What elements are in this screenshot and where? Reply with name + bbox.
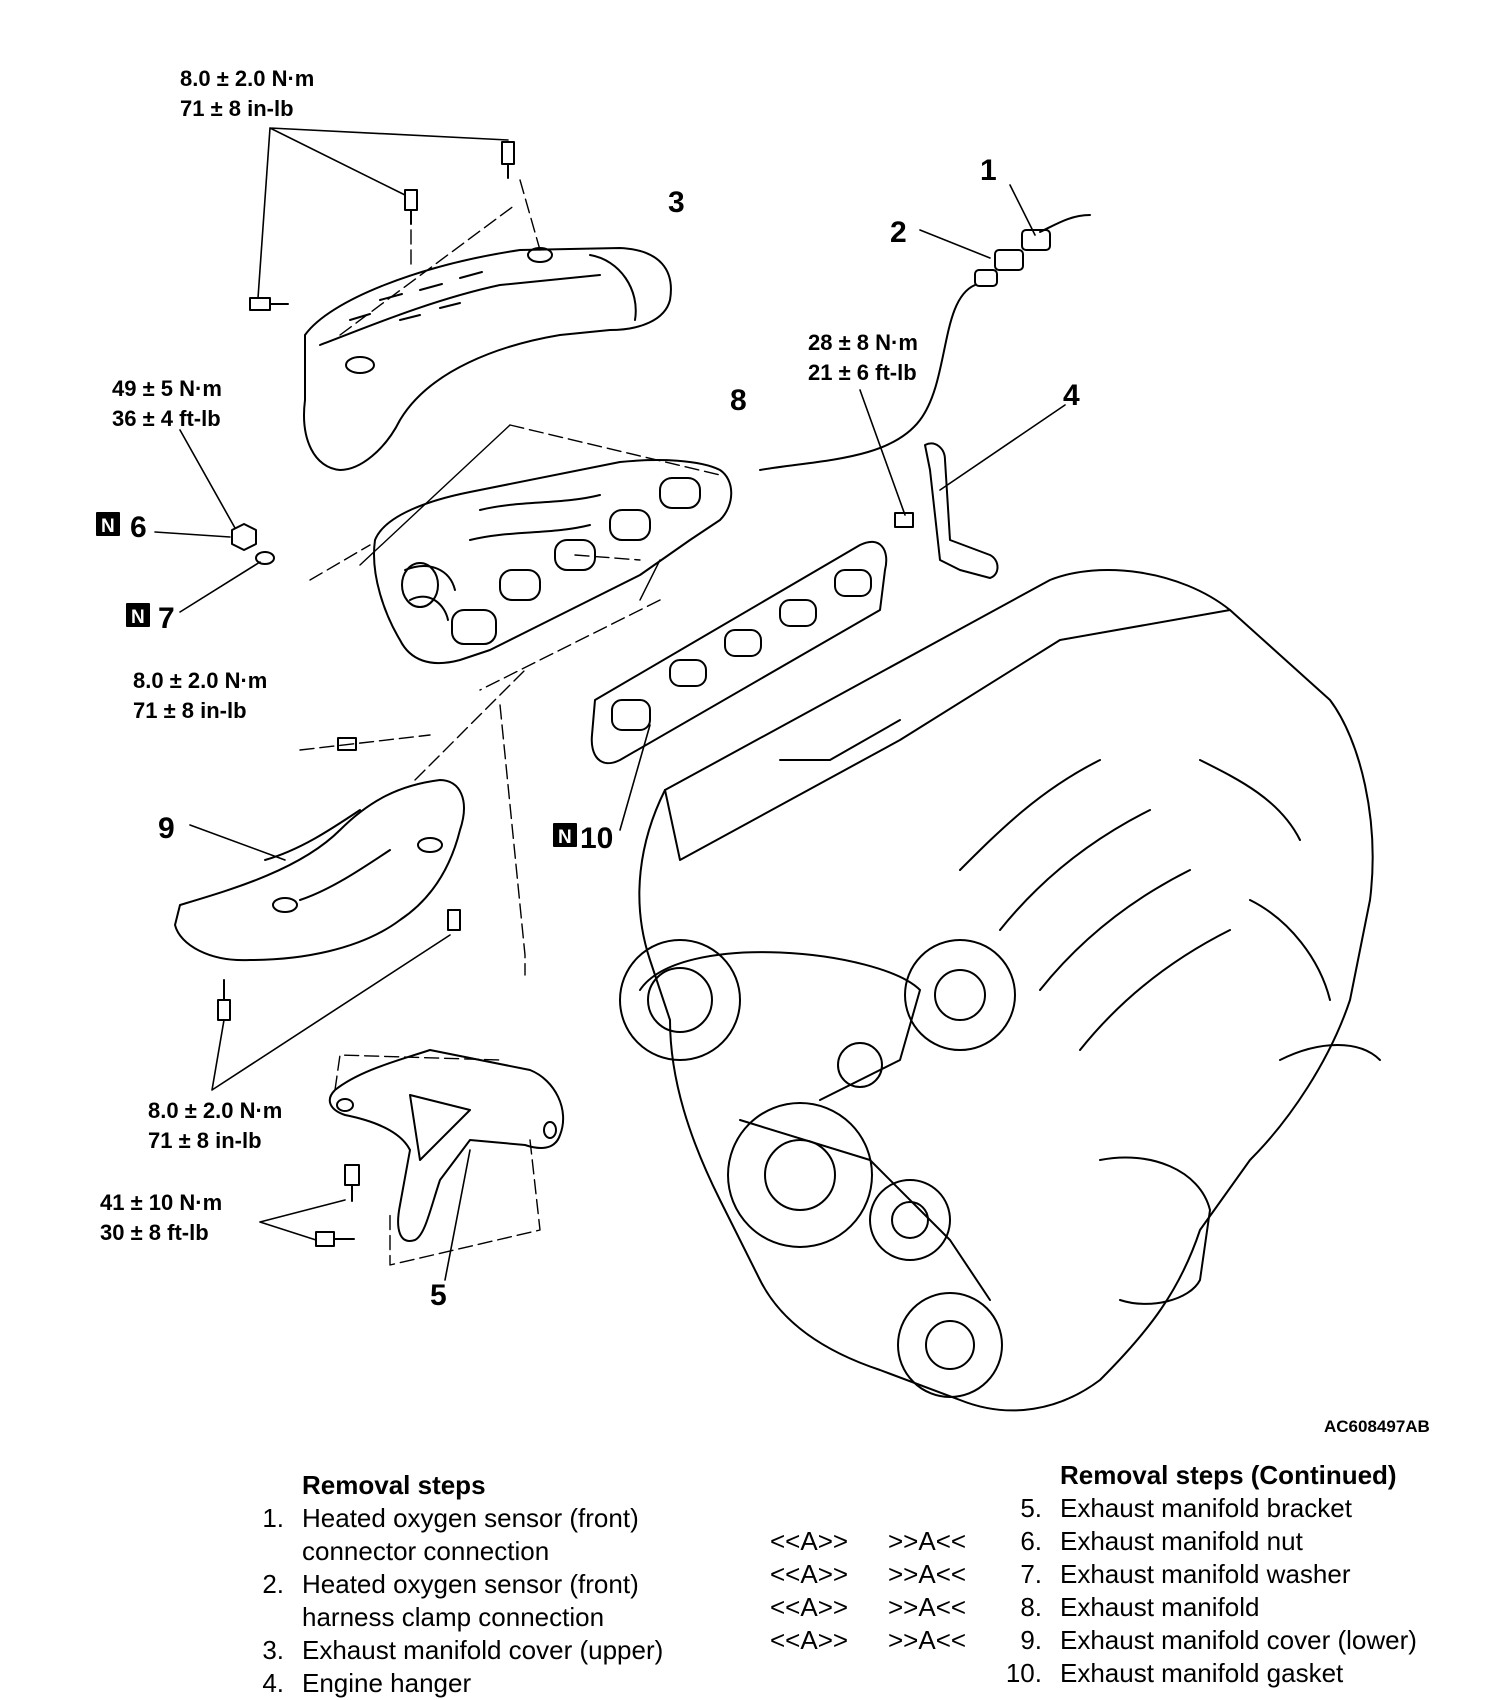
step-number: 2. [262, 1569, 284, 1599]
removal-step-item: 4. Engine hanger [236, 1666, 736, 1699]
removal-steps-continued-heading: Removal steps (Continued) [1060, 1460, 1397, 1490]
step-label: connector connection [302, 1536, 550, 1566]
step-number: 3. [262, 1635, 284, 1665]
new-part-marker-7-label: N [131, 607, 145, 628]
step-number [236, 1534, 302, 1567]
torque-sensor-ftlb: 21 ± 6 ft-lb [808, 360, 917, 385]
torque-bracket-ftlb: 30 ± 8 ft-lb [100, 1220, 209, 1245]
torque-bracket-nm: 41 ± 10 N·m [100, 1190, 222, 1215]
removal-pointer: >>A<< [888, 1625, 967, 1655]
removal-step-item: <<A>> >>A<< 7. Exhaust manifold washer [770, 1557, 1470, 1590]
removal-step-item: 1. Heated oxygen sensor (front) [236, 1501, 736, 1534]
step-label: Exhaust manifold washer [1060, 1559, 1351, 1589]
step-label: Heated oxygen sensor (front) [302, 1569, 639, 1599]
oxygen-sensor-harness [759, 214, 1091, 471]
step-label: Engine hanger [302, 1668, 472, 1698]
torque-top-nm: 8.0 ± 2.0 N·m [180, 66, 314, 91]
callout-5: 5 [430, 1279, 447, 1312]
install-pointer [770, 1491, 888, 1524]
step-number: 4. [262, 1668, 284, 1698]
step-label: Exhaust manifold nut [1060, 1526, 1303, 1556]
callout-7: 7 [158, 602, 175, 635]
bracket-bolts [315, 1164, 360, 1247]
step-label: Exhaust manifold gasket [1060, 1658, 1344, 1688]
removal-step-item: connector connection [236, 1534, 736, 1567]
removal-step-item: <<A>> >>A<< 8. Exhaust manifold [770, 1590, 1470, 1623]
callout-2: 2 [890, 216, 907, 249]
step-label: Exhaust manifold [1060, 1592, 1260, 1622]
removal-steps-heading: Removal steps [302, 1470, 486, 1500]
removal-step-item: 2. Heated oxygen sensor (front) [236, 1567, 736, 1600]
torque-left-mid-nm: 8.0 ± 2.0 N·m [133, 668, 267, 693]
engine-assembly [619, 569, 1381, 1412]
new-part-marker-6 [96, 512, 120, 536]
torque-left-upper-nm: 49 ± 5 N·m [112, 376, 222, 401]
step-number: 9. [1020, 1625, 1042, 1655]
removal-pointer: >>A<< [888, 1559, 967, 1589]
removal-pointer [888, 1656, 998, 1689]
exhaust-manifold-gasket [590, 540, 888, 765]
step-label: harness clamp connection [302, 1602, 605, 1632]
step-number: 10. [1005, 1658, 1042, 1688]
step-label: Exhaust manifold bracket [1060, 1493, 1352, 1523]
upper-manifold-cover [303, 247, 672, 471]
install-pointer: <<A>> [770, 1559, 849, 1589]
engine-hanger [894, 442, 999, 579]
callout-6: 6 [130, 511, 147, 544]
step-label: Exhaust manifold cover (upper) [302, 1635, 664, 1665]
removal-pointer [888, 1491, 998, 1524]
removal-pointer: >>A<< [888, 1526, 967, 1556]
removal-steps-continued: Removal steps (Continued) 5. Exhaust mani… [770, 1458, 1470, 1689]
step-number: 6. [1020, 1526, 1042, 1556]
torque-sensor-nm: 28 ± 8 N·m [808, 330, 918, 355]
callout-1: 1 [980, 154, 997, 187]
callout-3: 3 [668, 186, 685, 219]
callout-8: 8 [730, 384, 747, 417]
install-pointer: <<A>> [770, 1625, 849, 1655]
exhaust-manifold [373, 459, 733, 665]
torque-left-mid-inlb: 71 ± 8 in-lb [133, 698, 247, 723]
step-number [236, 1600, 302, 1633]
new-part-marker-10-label: N [558, 827, 572, 848]
step-number: 5. [1020, 1493, 1042, 1523]
callout-9: 9 [158, 812, 175, 845]
new-part-marker-10 [553, 823, 577, 847]
step-label: Heated oxygen sensor (front) [302, 1503, 639, 1533]
removal-steps: Removal steps 1. Heated oxygen sensor (fr… [236, 1468, 736, 1699]
manifold-nut [231, 523, 257, 551]
removal-pointer: >>A<< [888, 1592, 967, 1622]
new-part-marker-7 [126, 603, 150, 627]
step-label: Exhaust manifold cover (lower) [1060, 1625, 1417, 1655]
removal-step-item: 5. Exhaust manifold bracket [770, 1491, 1470, 1524]
torque-left-lower-nm: 8.0 ± 2.0 N·m [148, 1098, 282, 1123]
upper-cover-bolts [249, 141, 515, 311]
new-part-marker-6-label: N [101, 516, 115, 537]
manifold-washer [255, 551, 275, 565]
install-pointer [770, 1656, 888, 1689]
torque-left-upper-ftlb: 36 ± 4 ft-lb [112, 406, 221, 431]
torque-top-inlb: 71 ± 8 in-lb [180, 96, 294, 121]
step-number: 1. [262, 1503, 284, 1533]
manifold-bracket [328, 1049, 565, 1242]
callout-4: 4 [1063, 379, 1080, 412]
install-pointer: <<A>> [770, 1526, 849, 1556]
step-number: 8. [1020, 1592, 1042, 1622]
removal-step-item: <<A>> >>A<< 6. Exhaust manifold nut [770, 1524, 1470, 1557]
removal-step-item: harness clamp connection [236, 1600, 736, 1633]
lower-manifold-cover [174, 779, 465, 962]
figure-id: AC608497AB [1324, 1417, 1430, 1436]
callout-10: 10 [580, 822, 613, 855]
step-number: 7. [1020, 1559, 1042, 1589]
torque-left-lower-inlb: 71 ± 8 in-lb [148, 1128, 262, 1153]
removal-step-item: <<A>> >>A<< 9. Exhaust manifold cover (lowe… [770, 1623, 1470, 1656]
lower-cover-bolts [217, 737, 461, 1021]
install-pointer: <<A>> [770, 1592, 849, 1622]
removal-step-item: 3. Exhaust manifold cover (upper) [236, 1633, 736, 1666]
removal-step-item: 10. Exhaust manifold gasket [770, 1656, 1470, 1689]
